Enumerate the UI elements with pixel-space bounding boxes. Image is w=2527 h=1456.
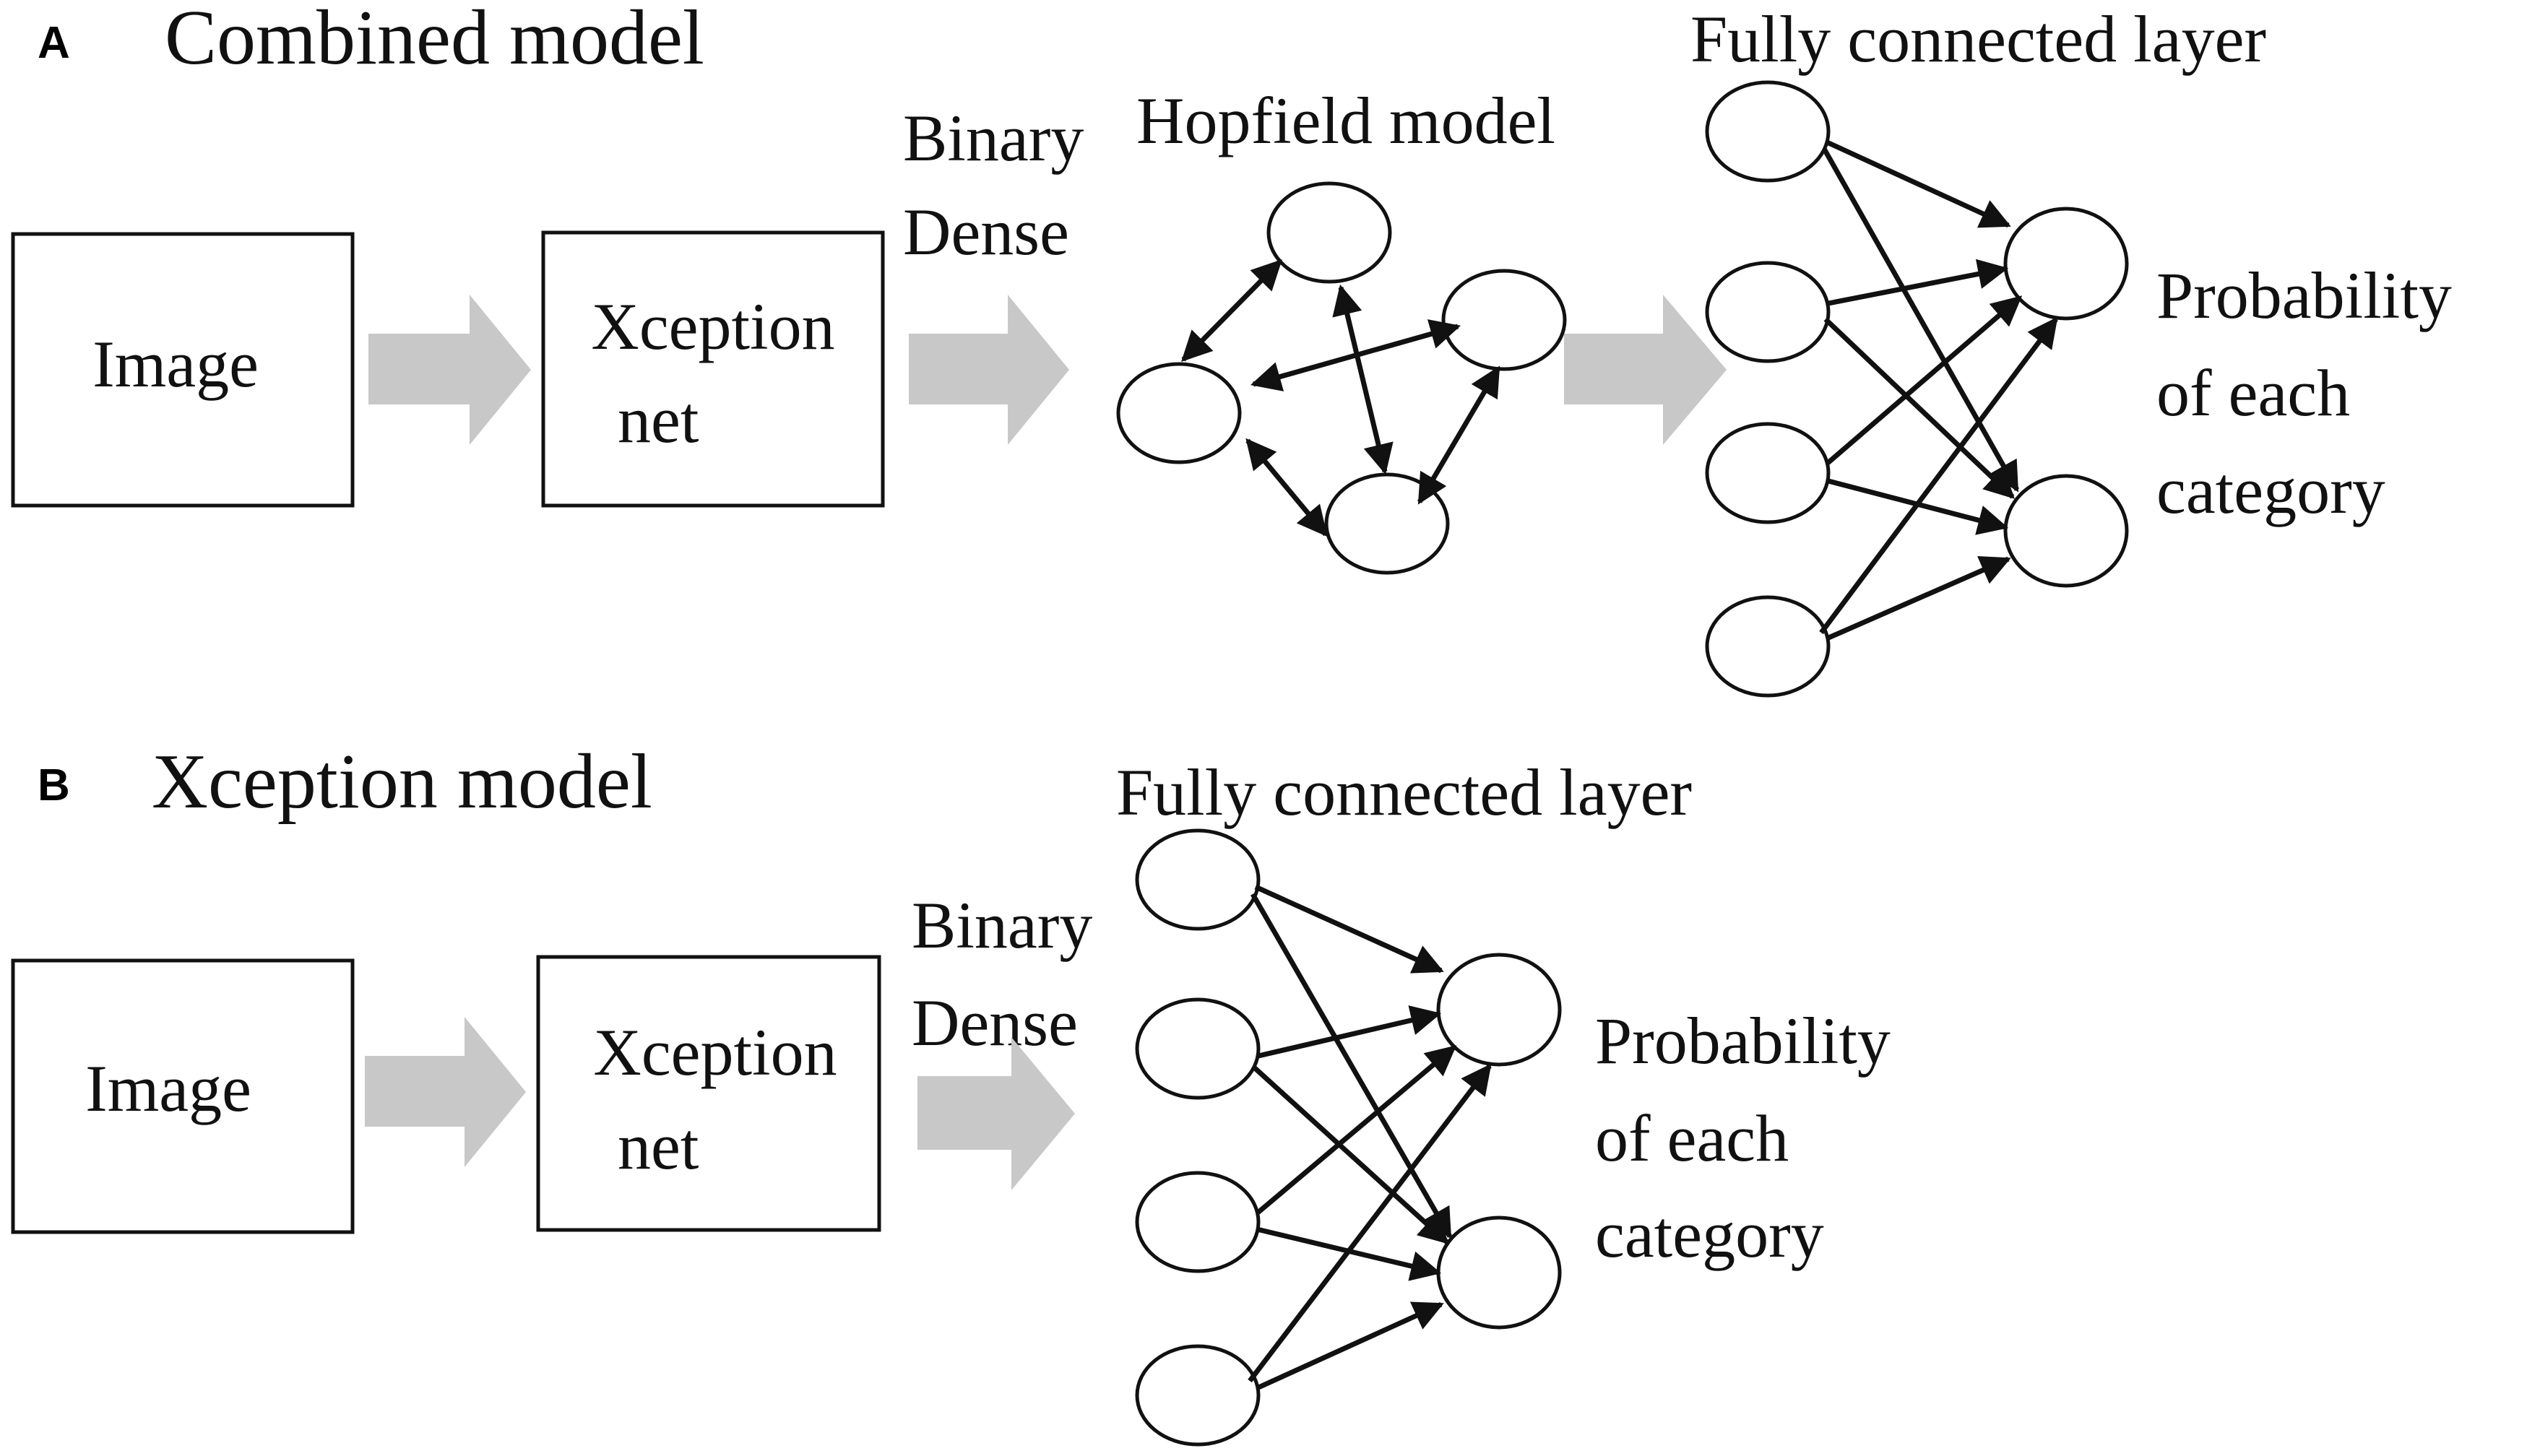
image-box-b [11,958,355,1234]
fc-network-b [1135,828,1562,1447]
hopfield-node [1441,269,1567,371]
fc-input-node [1705,595,1831,698]
image-label-b: Image [85,1052,251,1125]
block-arrow-a2 [909,295,1069,445]
hopfield-edge [1181,259,1282,362]
hopfield-node [1266,181,1392,284]
fc-label-b: Fully connected layer [1116,755,1692,829]
xception-box-a [541,230,885,508]
block-arrow-a1 [368,295,531,445]
fc-edge [1821,147,2020,493]
hopfield-node [1116,362,1242,464]
fc-edge [1248,1063,1492,1383]
fc-edge [1824,139,2011,228]
binary-label-a-line1: Binary [903,101,1084,175]
hopfield-edge [1245,438,1328,537]
fc-edge [1828,259,2009,306]
fc-label-a: Fully connected layer [1690,2,2266,76]
output-label-b-line3: category [1595,1197,1824,1271]
fc-edge [1819,316,2058,635]
binary-label-a-line2: Dense [903,195,1069,269]
image-box-a [11,232,355,508]
output-label-b-line1: Probability [1595,1004,1891,1078]
fc-edge [1252,1065,1450,1244]
block-arrow-b2 [917,1037,1075,1190]
panel-a-letter: A [38,18,70,68]
hopfield-edge [1250,319,1461,391]
binary-label-b-line2: Dense [912,986,1078,1060]
fc-edge [1250,893,1453,1239]
panel-b-title: Xception model [152,739,652,825]
fc-input-node [1135,1344,1261,1447]
output-label-b-line2: of each [1595,1101,1789,1175]
fc-output-node [1436,1216,1562,1330]
fc-output-node [2003,474,2129,588]
block-arrow-a3 [1564,295,1727,445]
hopfield-edge [1332,284,1394,475]
fc-input-node [1135,828,1261,931]
fc-output-node [1436,953,1562,1067]
fc-input-node [1705,422,1831,524]
panel-a: A Combined model Image Xception net Bina… [11,0,2452,698]
fc-edge [1255,1045,1457,1216]
fc-edge [1826,555,2011,641]
block-arrow-b1 [365,1017,526,1167]
xception-box-b [536,955,881,1232]
fc-network-a [1705,80,2129,698]
binary-label-b-line1: Binary [912,888,1092,962]
image-label-a: Image [92,327,259,401]
panel-b-letter: B [38,760,70,810]
xception-label-b-line2: net [618,1109,699,1183]
xception-label-a-line1: Xception [591,290,834,363]
panel-a-title: Combined model [165,0,704,81]
xception-label-a-line2: net [618,383,699,456]
fc-edge [1823,317,2016,499]
fc-edge [1258,1005,1442,1059]
panel-b: B Xception model Image Xception net Bina… [11,739,1891,1447]
fc-input-node [1135,997,1261,1100]
fc-input-node [1135,1171,1261,1273]
output-label-a-line3: category [2156,454,2385,527]
xception-label-b-line1: Xception [593,1015,837,1089]
hopfield-edge [1417,365,1501,505]
fc-input-node [1705,80,1831,183]
hopfield-label: Hopfield model [1136,84,1555,157]
fc-edge [1256,1301,1444,1391]
fc-input-node [1705,261,1831,363]
output-label-a-line1: Probability [2156,259,2452,332]
fc-edge [1254,884,1444,974]
fc-output-node [2003,207,2129,321]
hopfield-network [1116,181,1567,575]
fc-edge [1825,295,2023,466]
output-label-a-line2: of each [2156,356,2350,430]
